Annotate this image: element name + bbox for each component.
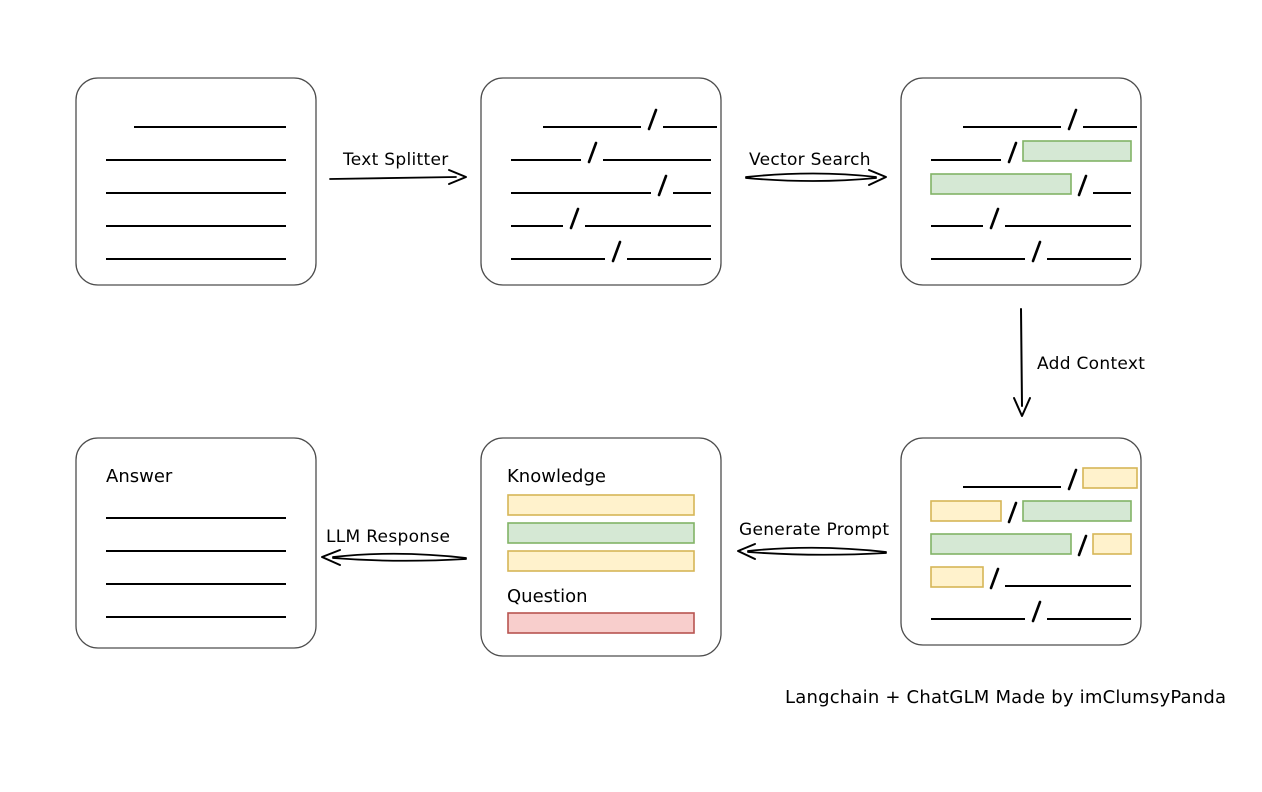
document-line <box>931 140 1132 164</box>
node-matched-chunks[interactable] <box>900 77 1142 286</box>
highlight-chip-yellow <box>1082 467 1138 489</box>
arrow-vector-search-shaft-bottom <box>745 177 877 182</box>
arrow-add-context-shaft <box>1020 308 1023 407</box>
chunk-separator-slash <box>1031 600 1042 623</box>
arrow-vector-search-head <box>868 169 887 186</box>
document-line <box>963 108 1137 131</box>
chunk-separator-slash <box>587 141 598 164</box>
arrow-generate-prompt-shaft-bottom <box>747 551 887 556</box>
highlight-chip-yellow <box>930 500 1002 522</box>
arrow-text-splitter-head <box>448 169 467 185</box>
arrow-generate-prompt-label: Generate Prompt <box>739 520 889 540</box>
chunk-separator-slash <box>1067 468 1078 491</box>
arrow-vector-search-label: Vector Search <box>749 150 871 170</box>
document-line <box>543 108 717 131</box>
prompt-bar-red <box>507 612 695 634</box>
arrow-add-context-head <box>1013 397 1031 417</box>
chunk-separator-slash <box>989 567 1000 590</box>
prompt-knowledge-label: Knowledge <box>507 466 606 487</box>
arrow-add-context-label: Add Context <box>1037 354 1145 374</box>
document-line <box>931 207 1131 230</box>
prompt-knowledge-bars <box>507 494 695 572</box>
answer-box-frame <box>75 437 317 649</box>
document-line <box>931 240 1131 263</box>
chunk-separator-slash <box>1007 141 1018 164</box>
arrow-llm-response-shaft-top <box>332 552 467 559</box>
document-line <box>930 533 1132 557</box>
node-answer-box[interactable]: Answer <box>75 437 317 649</box>
document-line <box>511 141 711 164</box>
document-line <box>511 240 711 263</box>
chunk-separator-slash <box>1077 534 1088 557</box>
chunk-separator-slash <box>611 240 622 263</box>
arrow-generate-prompt-shaft-top <box>747 546 887 553</box>
arrow-llm-response-head <box>321 549 341 566</box>
source-document-lines <box>106 126 286 260</box>
arrow-text-splitter-shaft <box>329 176 457 180</box>
matched-chunks-lines <box>930 108 1137 263</box>
footer-caption: Langchain + ChatGLM Made by imClumsyPand… <box>785 687 1226 708</box>
arrow-llm-response-shaft-bottom <box>332 557 467 562</box>
chunk-separator-slash <box>989 207 1000 230</box>
chunk-separator-slash <box>657 174 668 197</box>
arrow-vector-search-shaft-top <box>745 172 877 178</box>
chunk-separator-slash <box>647 108 658 131</box>
highlight-chip-yellow <box>930 566 984 588</box>
document-line <box>930 173 1131 197</box>
arrow-llm-response: LLM Response <box>321 527 467 566</box>
prompt-bar-yellow <box>507 494 695 516</box>
answer-title: Answer <box>106 466 173 487</box>
document-line <box>511 174 711 197</box>
arrow-text-splitter: Text Splitter <box>329 150 467 185</box>
node-split-chunks[interactable] <box>480 77 722 286</box>
node-source-document[interactable] <box>75 77 317 286</box>
prompt-bar-yellow <box>507 550 695 572</box>
arrow-generate-prompt-head <box>737 543 756 560</box>
chunk-separator-slash <box>1007 501 1018 524</box>
context-chunks-lines <box>930 467 1138 623</box>
chunk-separator-slash <box>1077 174 1088 197</box>
node-prompt-box[interactable]: Knowledge Question <box>480 437 722 657</box>
chunk-separator-slash <box>569 207 580 230</box>
arrow-llm-response-label: LLM Response <box>326 527 450 547</box>
arrow-vector-search: Vector Search <box>745 150 887 186</box>
chunk-separator-slash <box>1067 108 1078 131</box>
highlight-chip-green <box>930 173 1072 195</box>
prompt-bar-green <box>507 522 695 544</box>
document-line <box>930 566 1131 590</box>
highlight-chip-green <box>930 533 1072 555</box>
highlight-chip-green <box>1022 140 1132 162</box>
highlight-chip-green <box>1022 500 1132 522</box>
arrow-add-context: Add Context <box>1013 308 1145 417</box>
answer-lines <box>106 517 286 618</box>
document-line <box>511 207 711 230</box>
prompt-question-bars <box>507 612 695 634</box>
chunk-separator-slash <box>1031 240 1042 263</box>
prompt-box-frame <box>480 437 722 657</box>
document-line <box>931 600 1131 623</box>
highlight-chip-yellow <box>1092 533 1132 555</box>
document-line <box>930 500 1132 524</box>
source-document-frame <box>75 77 317 286</box>
document-line <box>963 467 1138 491</box>
node-context-chunks[interactable] <box>900 437 1142 646</box>
arrow-generate-prompt: Generate Prompt <box>737 520 889 560</box>
prompt-question-label: Question <box>507 586 588 607</box>
split-chunks-frame <box>480 77 722 286</box>
split-chunks-lines <box>511 108 717 263</box>
arrow-text-splitter-label: Text Splitter <box>342 150 449 170</box>
